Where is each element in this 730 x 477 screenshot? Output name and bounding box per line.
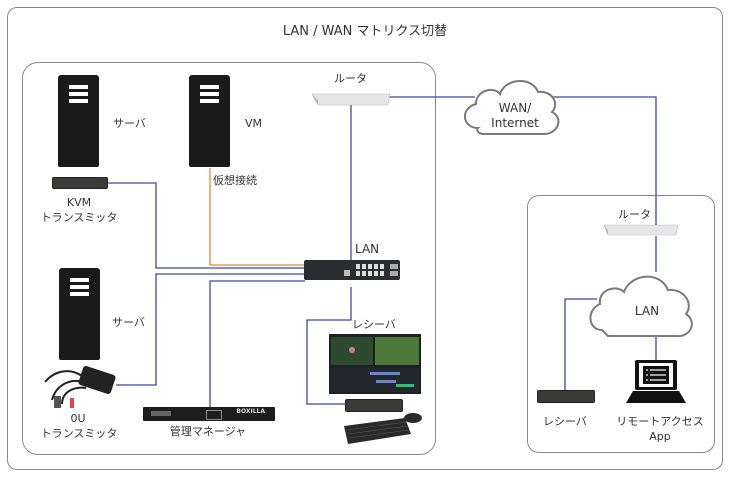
left-site-frame xyxy=(22,62,436,455)
lan-switch-icon xyxy=(304,260,400,280)
kvm-transmitter-label-2: トランスミッタ xyxy=(40,211,118,224)
diagram-title: LAN / WAN マトリクス切替 xyxy=(282,24,448,39)
wire-vm-switch xyxy=(209,168,305,266)
management-manager-label: 管理マネージャ xyxy=(169,425,247,438)
wire-wan-rightrouter xyxy=(551,96,657,225)
router-label: ルータ xyxy=(334,72,367,85)
wire-switch-receiver xyxy=(306,287,352,405)
kvm-transmitter-label-1: KVM xyxy=(66,196,92,209)
wan-cloud-icon xyxy=(464,80,560,135)
management-manager-icon: BOXILLA xyxy=(143,407,275,421)
zero-u-transmitter-label-2: トランスミッタ xyxy=(40,427,118,440)
receiver-icon xyxy=(345,399,403,412)
remote-access-label-1: リモートアクセス xyxy=(616,415,704,428)
right-receiver-label: レシーバ xyxy=(543,415,587,428)
lan-switch-label: LAN xyxy=(355,242,380,256)
vm-label: VM xyxy=(245,117,263,130)
wire-0u-switch xyxy=(116,273,305,386)
keyboard-icon xyxy=(344,418,411,444)
server-2-label: サーバ xyxy=(112,316,145,329)
virtual-connection-label: 仮想接続 xyxy=(213,174,257,187)
wan-cloud-label-1: WAN/ xyxy=(498,101,532,115)
monitor-icon xyxy=(329,334,421,394)
server-1-label: サーバ xyxy=(113,117,146,130)
wan-cloud-label-2: Internet xyxy=(491,116,539,130)
laptop-icon xyxy=(626,360,686,403)
zero-u-transmitter-icon xyxy=(44,370,87,405)
right-site-frame xyxy=(527,195,715,453)
outer-frame xyxy=(7,7,723,470)
kvm-transmitter-icon xyxy=(52,177,108,189)
wire-kvm-switch xyxy=(107,182,305,269)
server-1-icon xyxy=(58,75,99,167)
wire-mgmt-switch xyxy=(209,280,305,407)
receiver-label: レシーバ xyxy=(352,318,396,331)
vm-server-icon xyxy=(189,75,230,167)
zero-u-transmitter-label-1: 0U xyxy=(70,412,86,425)
right-router-icon xyxy=(604,224,679,236)
router-icon xyxy=(312,93,391,106)
right-router-label: ルータ xyxy=(618,208,651,221)
right-receiver-icon xyxy=(537,390,595,403)
boxilla-brand: BOXILLA xyxy=(236,408,265,415)
lan-cloud-label: LAN xyxy=(634,304,660,318)
lan-cloud-icon xyxy=(589,275,693,338)
mouse-icon xyxy=(404,413,422,423)
server-2-icon xyxy=(59,268,100,360)
wire-lan-receiver xyxy=(564,298,597,390)
remote-access-label-2: App xyxy=(649,430,671,443)
